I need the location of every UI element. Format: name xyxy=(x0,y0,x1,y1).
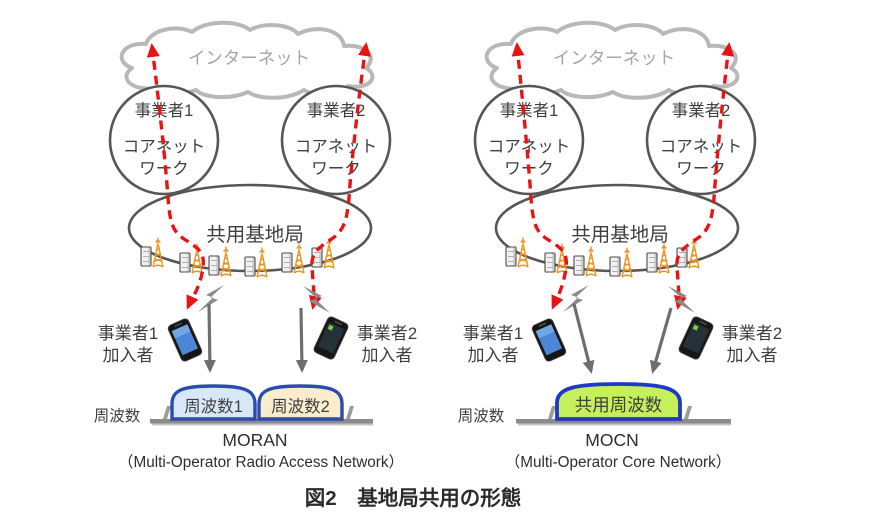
subscriber-2-line1-mocn: 事業者2 xyxy=(722,324,782,343)
freq-arrow-1-moran xyxy=(203,303,216,373)
internet-label-moran: インターネット xyxy=(188,48,311,68)
freq-tick-right-moran xyxy=(346,406,354,419)
core-network-2-line2-mocn: ワーク xyxy=(676,159,726,178)
band-freq1-label-moran: 周波数1 xyxy=(184,397,243,416)
freq-baseline-mocn xyxy=(516,419,731,424)
subscriber-phone-2-mocn xyxy=(678,316,714,360)
freq-axis-label-mocn: 周波数 xyxy=(458,407,505,425)
operator-1-label-moran: 事業者1 xyxy=(135,101,194,120)
red-path-operator1-moran xyxy=(146,43,206,310)
freq-axis-label-moran: 周波数 xyxy=(94,407,141,425)
base-station-label-mocn: 共用基地局 xyxy=(571,224,669,246)
core-network-2-line1-mocn: コアネット xyxy=(660,137,743,156)
operator-1-label-mocn: 事業者1 xyxy=(500,101,559,120)
band-shared-label-mocn: 共用周波数 xyxy=(575,395,663,415)
diagram-mocn: インターネット 事業者1 コアネット ワーク 事業者2 コアネット ワーク 共用… xyxy=(458,20,782,471)
subscriber-1-line1-mocn: 事業者1 xyxy=(463,324,523,343)
subscriber-1-line2-moran: 加入者 xyxy=(103,346,154,365)
subscriber-phone-1-moran xyxy=(167,318,203,362)
subscriber-1-line1-moran: 事業者1 xyxy=(98,324,158,343)
freq-arrow-1-mocn xyxy=(572,303,595,374)
subtitle-moran: （Multi-Operator Radio Access Network） xyxy=(118,454,404,471)
core-network-2-line1-moran: コアネット xyxy=(295,137,378,156)
freq-arrow-2-moran xyxy=(295,307,308,373)
subscriber-2-line2-mocn: 加入者 xyxy=(727,346,778,365)
band-freq1-moran xyxy=(170,384,257,421)
band-shared-mocn xyxy=(555,382,682,421)
subscriber-2-line1-moran: 事業者2 xyxy=(357,324,417,343)
subtitle-mocn: （Multi-Operator Core Network） xyxy=(505,454,731,471)
red-path-operator1-mocn xyxy=(511,42,569,310)
freq-baseline-moran xyxy=(150,419,373,424)
freq-arrow-2-mocn xyxy=(649,307,673,374)
figure-caption: 図2 基地局共用の形態 xyxy=(305,486,521,510)
freq-baseline-shadow-moran xyxy=(152,423,373,426)
internet-label-mocn: インターネット xyxy=(553,48,676,68)
subscriber-phone-1-mocn xyxy=(531,318,567,362)
core-network-2-line2-moran: ワーク xyxy=(311,159,361,178)
title-moran: MORAN xyxy=(222,430,287,450)
red-path-operator2-mocn xyxy=(674,42,735,310)
title-mocn: MOCN xyxy=(585,430,638,450)
freq-tick-right-mocn xyxy=(684,406,692,419)
band-freq2-label-moran: 周波数2 xyxy=(271,397,330,416)
subscriber-1-line2-mocn: 加入者 xyxy=(468,346,519,365)
freq-baseline-shadow-mocn xyxy=(518,423,731,426)
freq-tick-left-mocn xyxy=(548,406,556,419)
red-path-operator2-moran xyxy=(309,42,371,310)
base-station-label-moran: 共用基地局 xyxy=(206,224,304,246)
band-freq2-moran xyxy=(257,384,344,421)
diagram-moran: インターネット 事業者1 コアネット ワーク 事業者2 コアネット ワーク 共用… xyxy=(94,20,417,471)
subscriber-2-line2-moran: 加入者 xyxy=(362,346,413,365)
wireless-bolt-1-moran xyxy=(198,285,224,312)
wireless-bolt-2-moran xyxy=(303,286,330,313)
freq-tick-left-moran xyxy=(163,406,171,419)
subscriber-phone-2-moran xyxy=(313,316,349,360)
